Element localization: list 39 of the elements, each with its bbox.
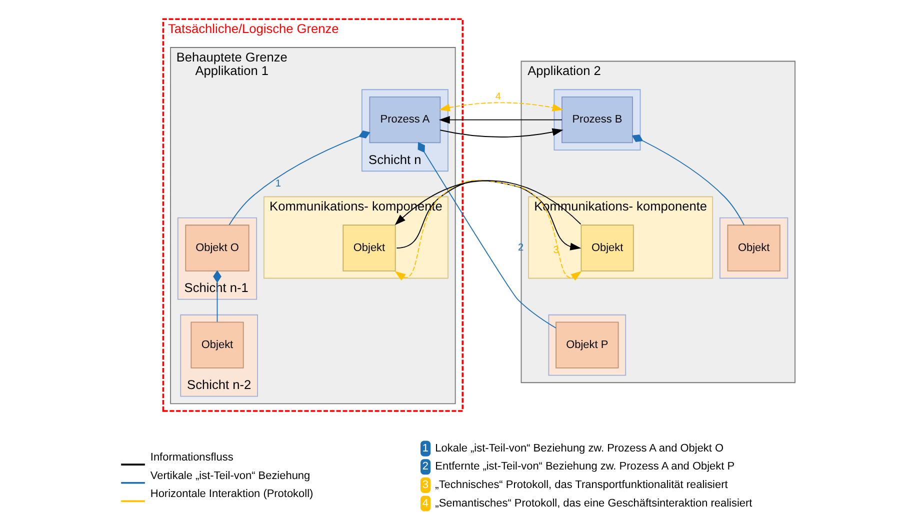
- legend-label: Informationsfluss: [150, 452, 233, 464]
- cluster: [718, 217, 788, 279]
- node-box: Objekt O: [184, 224, 249, 272]
- node-box: Prozess B: [561, 96, 632, 144]
- node-label: Schicht n-2: [186, 377, 251, 392]
- cluster: [176, 217, 257, 300]
- cluster: [553, 89, 640, 150]
- label: 4: [422, 497, 428, 510]
- label: „Technisches“ Protokoll, das Transportfunktionalität realisiert: [434, 479, 728, 492]
- connector: [212, 270, 221, 322]
- arrow: [394, 180, 581, 226]
- node-box: Prozess A: [368, 96, 440, 144]
- label: Entfernte „ist-Teil-von“ Beziehung zw. Prozess A and Objekt P: [434, 460, 734, 473]
- legend-label: Horizontale Interaktion (Protokoll): [150, 488, 313, 500]
- node-box: Objekt: [580, 224, 634, 272]
- arrow: [438, 116, 562, 124]
- label: Lokale „ist-Teil-von“ Beziehung zw. Prozess A and Objekt O: [434, 442, 724, 454]
- edge-label: 4: [494, 92, 501, 103]
- arrow: [438, 102, 563, 112]
- node-box: Objekt: [726, 224, 780, 272]
- arrow: [439, 128, 563, 138]
- node-label: Schicht n: [368, 152, 421, 167]
- connector: [631, 134, 744, 226]
- label: 3: [422, 479, 428, 492]
- cluster: [360, 89, 448, 172]
- edge-label: 1: [274, 178, 280, 190]
- connector: [417, 142, 556, 328]
- cluster: [548, 314, 626, 376]
- node-box: Objekt P: [555, 322, 618, 368]
- connector: [228, 130, 370, 226]
- label: „Semantisches“ Protokoll, das eine Geschäftsinteraktion realisiert: [434, 497, 752, 510]
- arrow: [396, 180, 581, 250]
- legend-label: Vertikale „ist-Teil-von“ Beziehung: [150, 470, 310, 482]
- node-box: Objekt: [190, 322, 244, 368]
- cluster: [180, 314, 258, 397]
- label: 2: [422, 460, 428, 473]
- label: 1: [422, 442, 428, 454]
- arrow: [394, 180, 582, 281]
- node-box: Objekt: [342, 224, 396, 272]
